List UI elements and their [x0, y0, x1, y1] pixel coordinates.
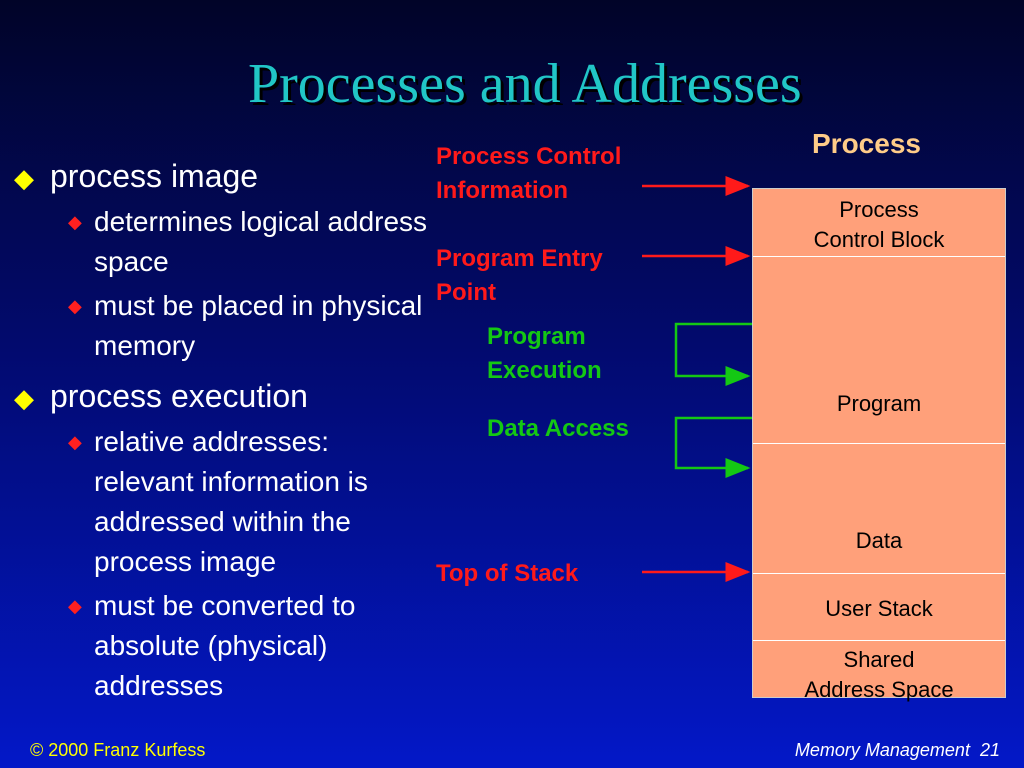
bullet-text: process image [50, 158, 259, 194]
segment-data: Data [753, 444, 1005, 574]
label-line: Execution [487, 357, 602, 384]
segment-label: Data [855, 528, 903, 553]
sub-bullet-text: relative addresses: relevant information… [94, 426, 368, 577]
slide-title: Processes and Addresses [248, 53, 802, 115]
segment-label: Program [836, 391, 922, 416]
footer-copyright: © 2000 Franz Kurfess [30, 740, 206, 760]
diamond-bullet-icon: ◆ [68, 212, 82, 232]
label-program-execution: Program Execution [487, 320, 602, 388]
sub-bullet: ◆ determines logical address space [14, 202, 434, 282]
segment-label: User Stack [825, 596, 933, 621]
arrow-program-execution [674, 322, 808, 386]
footer-course-name: Memory Management [794, 740, 970, 760]
label-top-of-stack: Top of Stack [436, 560, 579, 587]
diamond-bullet-icon: ◆ [68, 432, 82, 452]
label-line: Program Entry [436, 245, 603, 272]
bullet-process-image: ◆ process image [14, 156, 434, 196]
arrow-data-access [674, 416, 808, 478]
bullet-process-execution: ◆ process execution [14, 376, 434, 416]
label-line: Program [487, 323, 586, 350]
sub-bullet-text: must be placed in physical memory [94, 290, 423, 361]
footer-course: Memory Management 21 [795, 740, 1000, 761]
label-program-entry-point: Program Entry Point [436, 242, 603, 310]
bullet-text: process execution [50, 378, 308, 414]
diamond-bullet-icon: ◆ [14, 163, 34, 193]
segment-pcb: Process Control Block [753, 189, 1005, 257]
bullet-list: ◆ process image ◆ determines logical add… [14, 156, 434, 710]
footer-page-number: 21 [979, 740, 1000, 760]
segment-shared-address-space: Shared Address Space [753, 641, 1005, 702]
sub-bullet: ◆ must be placed in physical memory [14, 286, 434, 366]
sub-bullet: ◆ must be converted to absolute (physica… [14, 586, 434, 706]
label-data-access: Data Access [487, 415, 629, 442]
segment-label: Process [839, 197, 919, 222]
sub-bullet: ◆ relative addresses: relevant informati… [14, 422, 434, 582]
segment-label: Control Block [813, 227, 945, 252]
process-heading: Process [812, 128, 921, 159]
sub-bullet-text: must be converted to absolute (physical)… [94, 590, 356, 701]
segment-label: Shared [843, 647, 915, 672]
diamond-bullet-icon: ◆ [14, 383, 34, 413]
label-process-control-info: Process Control Information [436, 140, 621, 208]
segment-label: Address Space [804, 677, 954, 702]
label-line: Information [436, 177, 568, 204]
segment-program: Program [753, 257, 1005, 444]
diamond-bullet-icon: ◆ [68, 296, 82, 316]
sub-bullet-text: determines logical address space [94, 206, 428, 277]
process-image-diagram: Process Control Block Program Data User … [752, 188, 1006, 702]
label-line: Point [436, 279, 496, 306]
segment-user-stack: User Stack [753, 574, 1005, 641]
label-line: Process Control [436, 143, 622, 170]
diamond-bullet-icon: ◆ [68, 596, 82, 616]
